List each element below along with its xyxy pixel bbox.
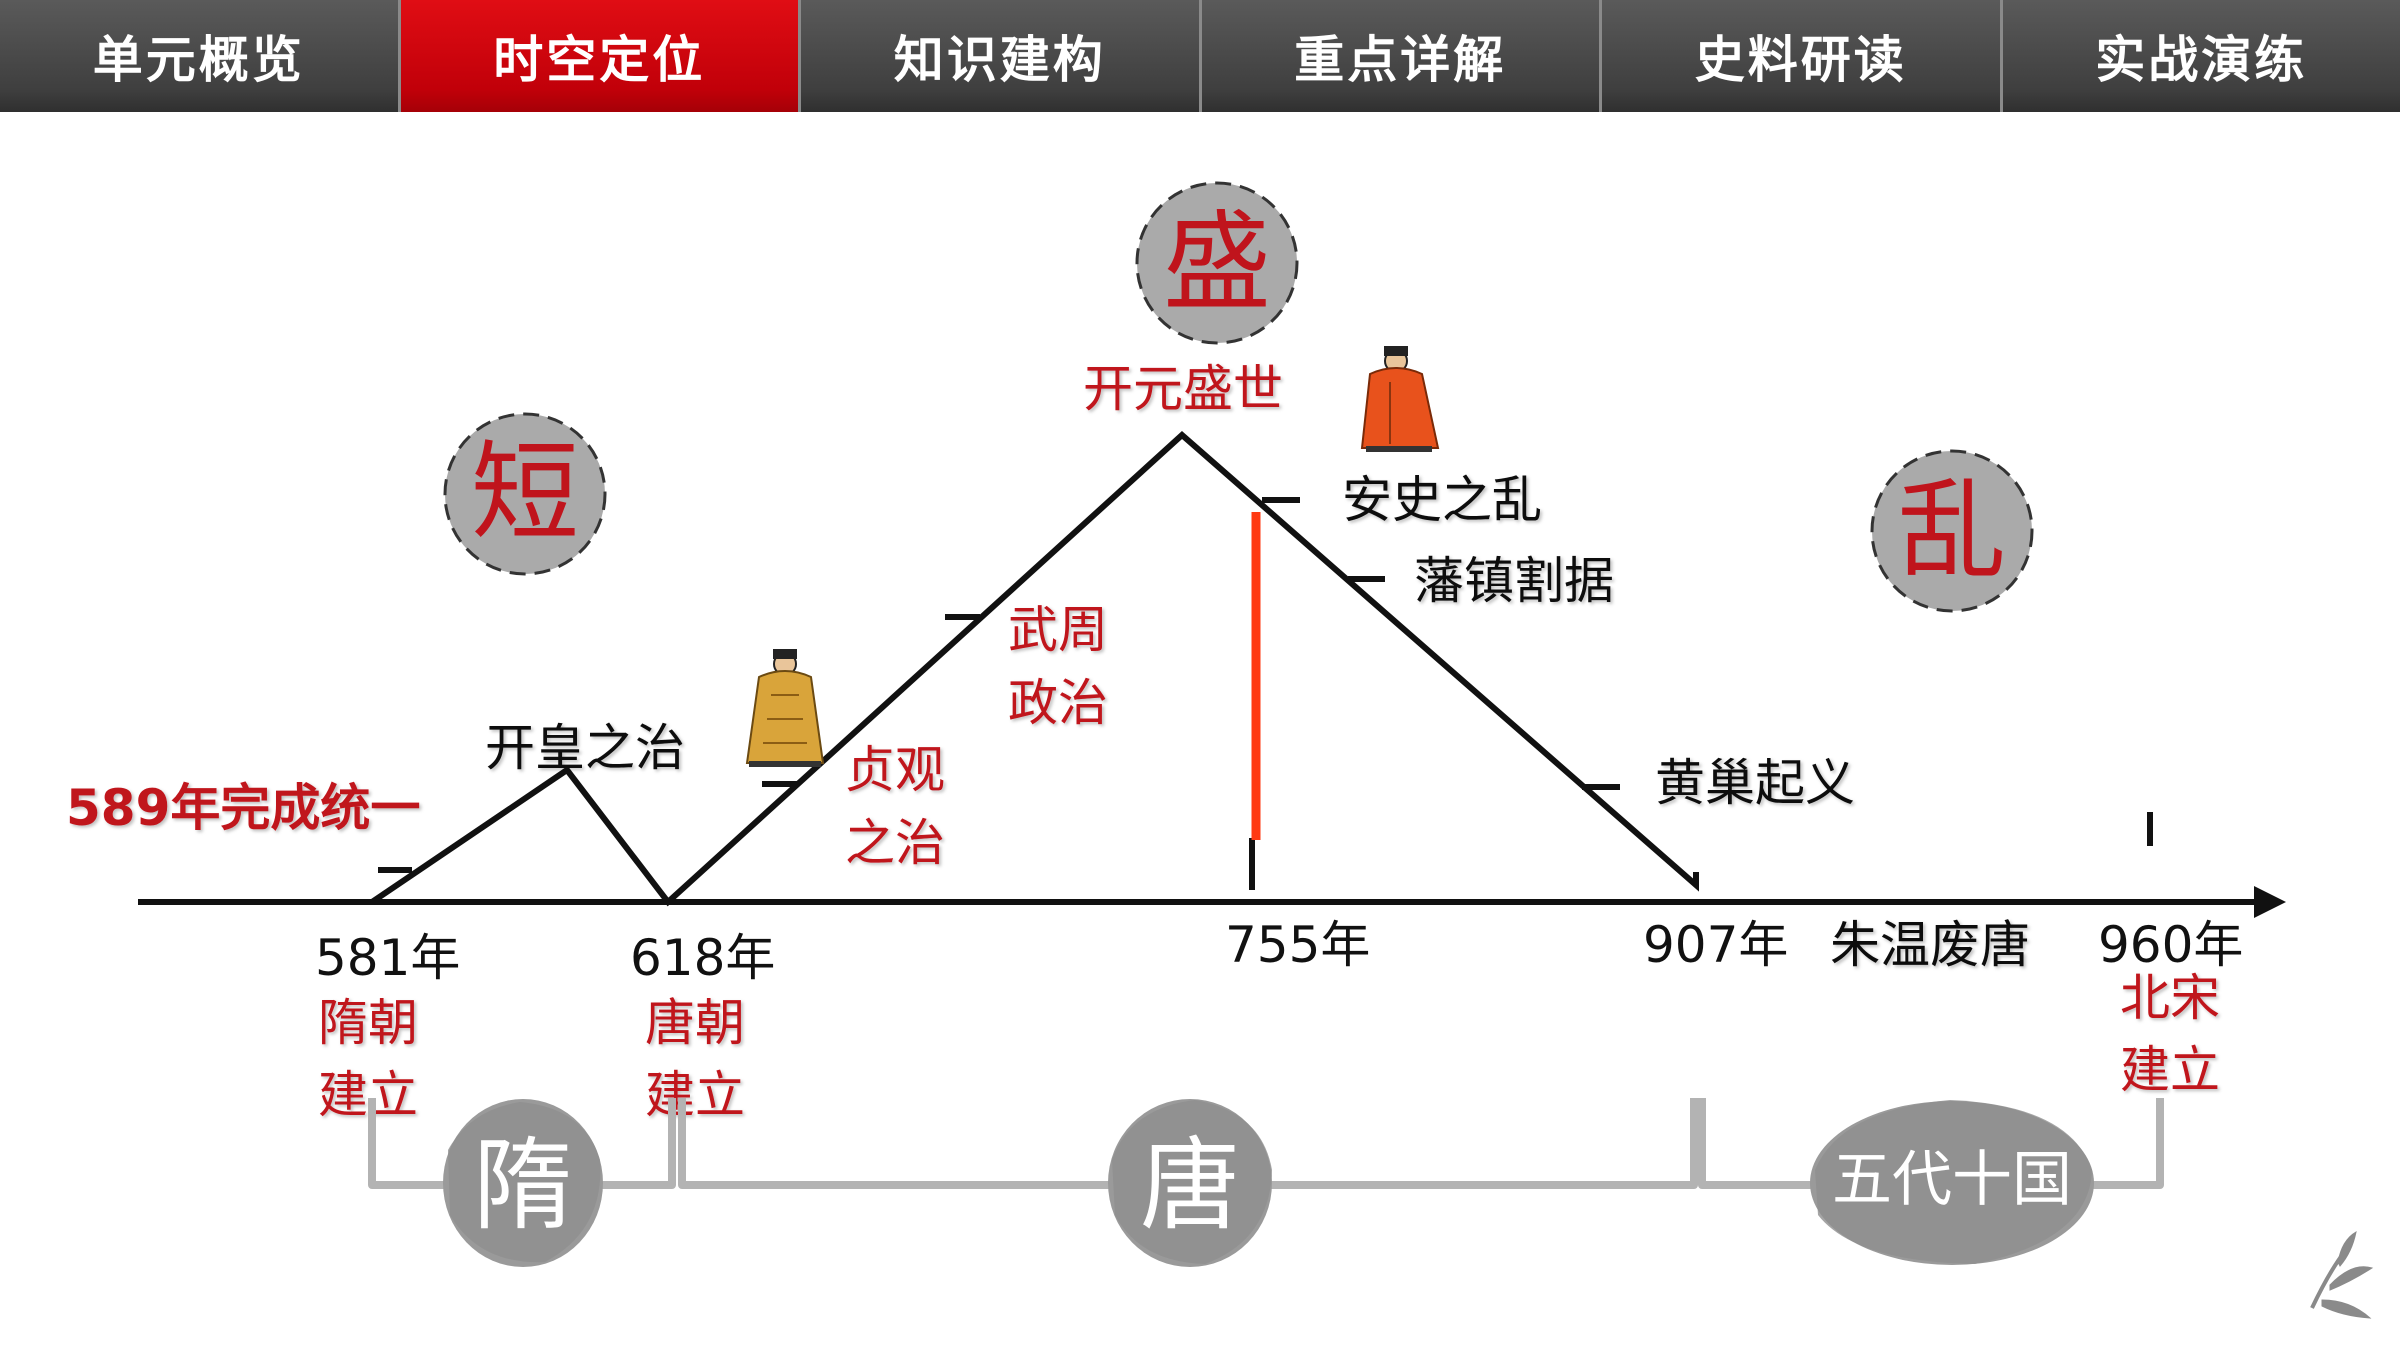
tab-practice[interactable]: 实战演练 [2002,0,2400,112]
tab-key-points[interactable]: 重点详解 [1201,0,1602,112]
emperor-figure-icon [745,649,825,767]
event-fanzhen: 藩镇割据 [1414,552,1614,610]
event-anshi: 安史之乱 [1342,471,1542,529]
note-tang-2: 建立 [645,1066,745,1124]
tab-knowledge[interactable]: 知识建构 [801,0,1202,112]
axis-arrowhead [2254,886,2286,918]
event-kaiyuan: 开元盛世 [1083,360,1283,418]
top-nav: 单元概览 时空定位 知识建构 重点详解 史料研读 实战演练 [0,0,2400,112]
char-prosperous: 盛 [1163,201,1271,326]
note-song-2: 建立 [2120,1041,2220,1099]
year-755: 755年 [1225,916,1370,974]
dynasty-sui: 隋 [443,1099,603,1267]
tick-marks [378,497,2153,890]
bamboo-logo-icon [2310,1231,2374,1319]
tab-unit-overview[interactable]: 单元概览 [0,0,401,112]
event-unification: 589年完成统一 [66,779,420,837]
trend-line [370,430,1699,907]
event-zhuwen: 朱温废唐 [1830,916,2030,974]
char-short: 短 [471,431,579,556]
event-wuzhou-1: 武周 [1008,601,1108,659]
note-tang-1: 唐朝 [645,994,745,1052]
event-zhenguan-1: 贞观 [845,741,945,799]
dynasty-tang-label: 唐 [1140,1127,1240,1244]
tab-spacetime[interactable]: 时空定位 [400,0,801,112]
dynasty-wudai-label: 五代十国 [1832,1145,2072,1215]
circle-short: 短 [443,412,607,576]
note-song-1: 北宋 [2120,969,2220,1027]
year-907: 907年 [1643,916,1788,974]
year-581: 581年 [315,929,460,987]
year-618: 618年 [630,929,775,987]
dynasty-tang: 唐 [1108,1099,1272,1267]
circle-prosperous: 盛 [1135,181,1299,345]
event-huangchao: 黄巢起义 [1655,754,1855,812]
emperor-figure-icon [1360,346,1440,452]
event-zhenguan-2: 之治 [845,814,945,872]
note-sui-1: 隋朝 [318,994,418,1052]
char-chaos: 乱 [1898,469,2006,594]
tab-sources[interactable]: 史料研读 [1602,0,2003,112]
dynasty-wudai: 五代十国 [1810,1100,2094,1265]
event-wuzhou-2: 政治 [1008,674,1108,732]
event-kaihuang: 开皇之治 [485,719,685,777]
year-960: 960年 [2098,916,2243,974]
dynasty-sui-label: 隋 [473,1127,573,1244]
circle-chaos: 乱 [1870,449,2034,613]
